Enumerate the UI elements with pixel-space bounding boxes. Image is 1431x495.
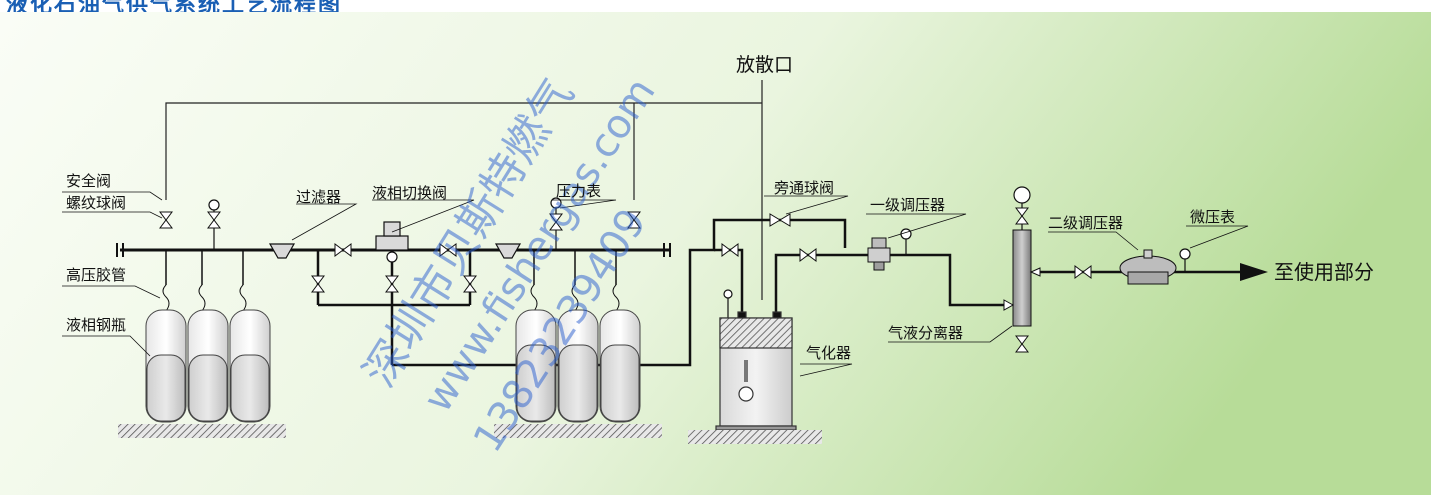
label-first-stage-regulator: 一级调压器: [870, 196, 946, 214]
label-micro-pressure-gauge: 微压表: [1190, 208, 1236, 226]
cylinder-group-right: [494, 250, 662, 438]
threaded-valves: [159, 207, 1092, 353]
filters: [268, 243, 522, 259]
label-liquid-switch-valve: 液相切换阀: [372, 184, 448, 202]
label-vaporizer: 气化器: [806, 344, 852, 362]
label-vent-outlet: 放散口: [736, 54, 794, 76]
label-gas-liquid-separator: 气液分离器: [888, 324, 964, 342]
label-lp-cylinder: 液相钢瓶: [66, 316, 127, 334]
vent-line: [165, 80, 763, 300]
label-second-stage-regulator: 二级调压器: [1048, 214, 1124, 232]
cylinder-group-left: [118, 250, 286, 438]
first-stage-regulator: [867, 237, 891, 271]
label-pressure-gauge: 压力表: [556, 182, 602, 200]
background: [0, 12, 1431, 495]
label-to-consumer: 至使用部分: [1274, 260, 1374, 284]
leader-lines: [62, 191, 1249, 377]
label-threaded-ball-valve: 螺纹球阀: [66, 194, 127, 212]
outlet-arrow: [1240, 263, 1268, 281]
gas-liquid-separator: [1003, 229, 1041, 327]
label-high-pressure-hose: 高压胶管: [66, 266, 127, 284]
title-bar: 液化石油气供气系统工艺流程图: [0, 0, 1431, 12]
vaporizer: [688, 311, 822, 444]
label-bypass-ball-valve: 旁通球阀: [774, 179, 835, 197]
second-stage-regulator: [1119, 249, 1177, 285]
label-filter: 过滤器: [296, 188, 342, 206]
label-safety-valve: 安全阀: [66, 172, 112, 190]
page-title: 液化石油气供气系统工艺流程图: [6, 0, 342, 12]
liquid-switch-valve: [375, 221, 409, 263]
